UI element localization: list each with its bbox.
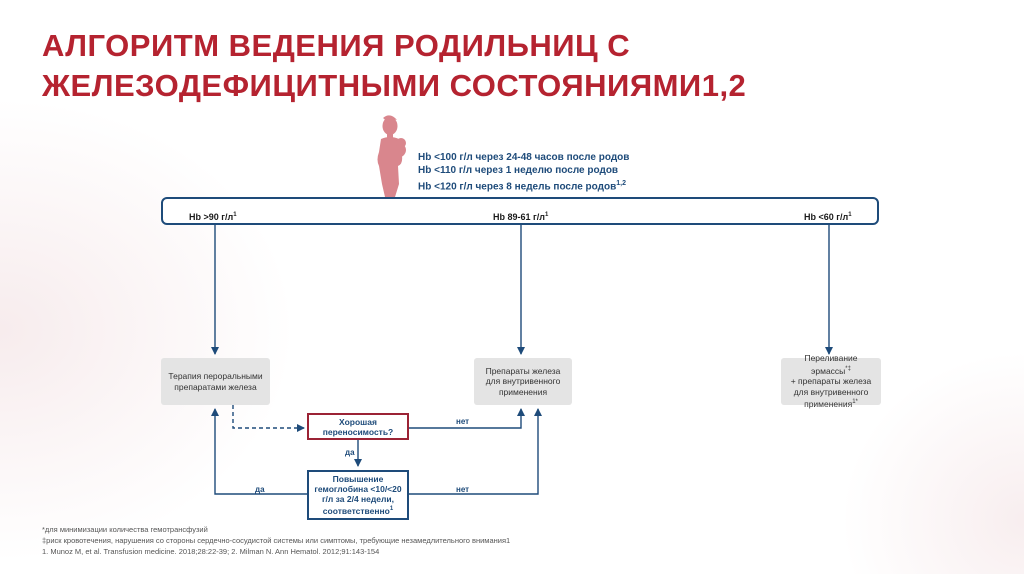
hb-level-mid-text: Hb 89-61 г/л	[493, 212, 545, 222]
hb-increase-sup: 1	[389, 506, 394, 513]
criteria-line-3: Hb <120 г/л через 8 недель после родов1,…	[418, 177, 629, 193]
hb-level-mid: Hb 89-61 г/л1	[493, 210, 548, 223]
footnote-references: 1. Munoz M, et al. Transfusion medicine.…	[42, 547, 380, 556]
mother-with-baby-icon	[377, 115, 406, 197]
transfusion-line-2-sup: 1*	[852, 399, 858, 406]
transfusion-line-1-sup: *‡	[845, 365, 851, 372]
iv-iron-therapy-box: Препараты железа для внутривенного приме…	[474, 358, 572, 405]
edge-label-hb-yes: да	[255, 485, 265, 494]
arrow-hb-yes-to-oral	[211, 408, 307, 495]
tolerance-question-box: Хорошая переносимость?	[307, 413, 409, 440]
title-line-1: АЛГОРИТМ ВЕДЕНИЯ РОДИЛЬНИЦ С	[42, 28, 631, 63]
hb-increase-text-wrap: Повышение гемоглобина <10/<20 г/л за 2/4…	[313, 474, 403, 516]
hb-level-low-sup: 1	[848, 212, 852, 218]
transfusion-line-2-text: + препараты железа для внутривенного при…	[790, 376, 872, 410]
hb-level-high: Hb >90 г/л1	[189, 210, 237, 223]
oral-iron-therapy-box: Терапия пероральными препаратами железа	[161, 358, 270, 405]
hb-increase-text: Повышение гемоглобина <10/<20 г/л за 2/4…	[314, 474, 402, 516]
hb-level-mid-sup: 1	[544, 212, 549, 218]
criteria-line-3-text: Hb <120 г/л через 8 недель после родов	[418, 181, 617, 193]
arrow-tolerance-no-to-iv	[409, 408, 525, 429]
transfusion-line-2: + препараты железа для внутривенного при…	[787, 376, 875, 409]
hb-criteria: Hb <100 г/л через 24-48 часов после родо…	[418, 151, 629, 193]
hb-increase-question-box: Повышение гемоглобина <10/<20 г/л за 2/4…	[307, 470, 409, 520]
dashed-arrow-to-tolerance	[232, 405, 305, 432]
edge-label-tolerance-yes: да	[345, 448, 355, 457]
criteria-line-2: Hb <110 г/л через 1 неделю после родов	[418, 165, 619, 176]
transfusion-box: Переливание эрмассы*‡ + препараты железа…	[781, 353, 881, 409]
title-line-2: ЖЕЛЕЗОДЕФИЦИТНЫМИ СОСТОЯНИЯМИ1,2	[42, 68, 747, 103]
hb-level-low-text: Hb <60 г/л	[804, 212, 849, 222]
footnotes: *для минимизации количества гемотрансфуз…	[42, 524, 510, 557]
criteria-line-1: Hb <100 г/л через 24-48 часов после родо…	[418, 152, 630, 163]
page-title: АЛГОРИТМ ВЕДЕНИЯ РОДИЛЬНИЦ С ЖЕЛЕЗОДЕФИЦ…	[42, 26, 746, 106]
hb-level-low: Hb <60 г/л1	[804, 210, 852, 223]
transfusion-line-1: Переливание эрмассы*‡	[787, 353, 875, 376]
criteria-line-3-sup: 1,2	[616, 180, 626, 187]
footnote-1: *для минимизации количества гемотрансфуз…	[42, 525, 208, 534]
edge-label-hb-no: нет	[456, 485, 470, 494]
footnote-2: ‡риск кровотечения, нарушения со стороны…	[42, 536, 511, 545]
arrow-hb-no-to-iv	[409, 408, 542, 495]
hb-level-high-text: Hb >90 г/л	[189, 212, 234, 222]
hb-level-bar	[161, 197, 879, 225]
transfusion-line-1-text: Переливание эрмассы	[804, 353, 858, 376]
edge-label-tolerance-no: нет	[456, 417, 470, 426]
hb-level-high-sup: 1	[233, 212, 237, 218]
